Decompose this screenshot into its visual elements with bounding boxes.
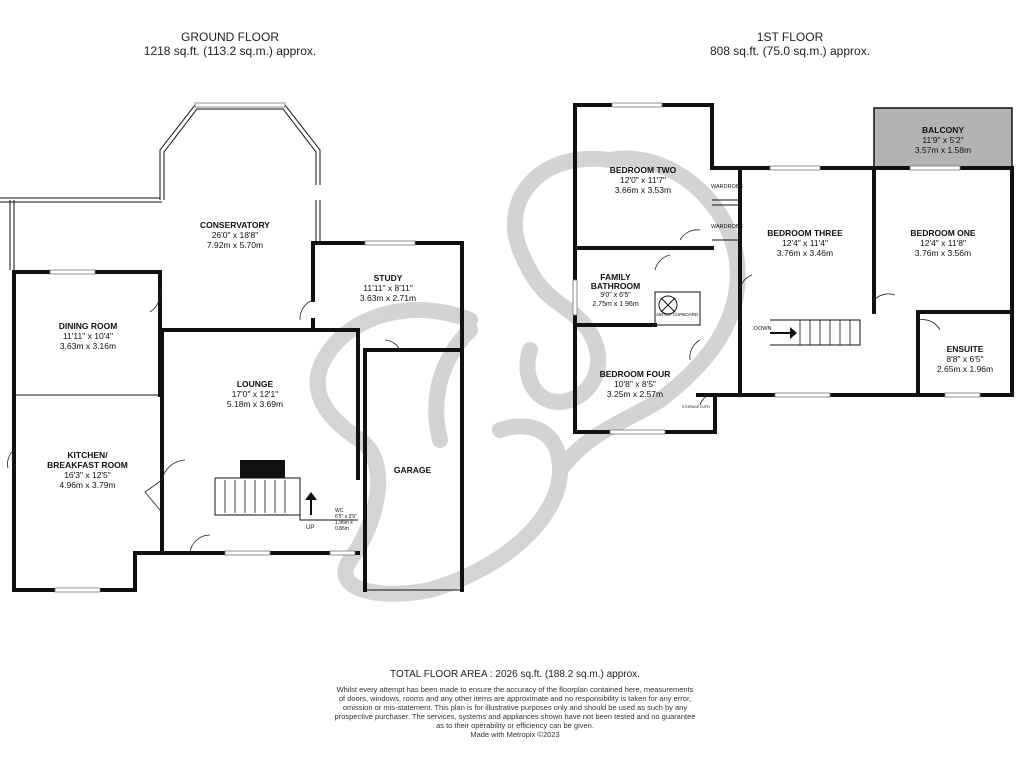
room-imperial: 8'8" x 6'5"	[946, 354, 984, 364]
disclaimer-line: prospective purchaser. The services, sys…	[334, 712, 696, 721]
down-label: DOWN	[754, 326, 772, 332]
room-imperial: 12'0" x 11'7"	[620, 175, 666, 185]
disclaimer-line: omission or mis-statement. This plan is …	[342, 703, 688, 712]
room-label-study: STUDY 11'11" x 8'11" 3.63m x 2.71m	[333, 273, 443, 303]
room-imperial: 26'0" x 18'8"	[211, 230, 259, 240]
total-floor-area: TOTAL FLOOR AREA : 2026 sq.ft. (188.2 sq…	[390, 669, 640, 680]
room-name: FAMILY	[600, 272, 631, 282]
room-metric: 5.18m x 3.69m	[226, 399, 284, 409]
room-metric: 3.57m x 1.58m	[914, 145, 972, 155]
room-label-garage: GARAGE	[375, 465, 450, 475]
room-imperial: 12'4" x 11'8"	[920, 238, 966, 248]
disclaimer-line: as to their operability or efficiency ca…	[436, 721, 594, 730]
first-floor-header: 1ST FLOOR 808 sq.ft. (75.0 sq.m.) approx…	[680, 30, 900, 58]
room-imperial: 17'0" x 12'1"	[231, 389, 279, 399]
room-name: ENSUITE	[946, 344, 984, 354]
room-label-bedroom-two: BEDROOM TWO 12'0" x 11'7" 3.66m x 3.53m	[588, 165, 698, 195]
room-imperial: 12'4" x 11'4"	[782, 238, 828, 248]
room-metric: 1.96m x 0.86m	[335, 520, 353, 532]
room-metric: 3.76m x 3.46m	[776, 248, 834, 258]
ground-floor-area: 1218 sq.ft. (113.2 sq.m.) approx.	[143, 44, 317, 58]
room-label-bedroom-four: BEDROOM FOUR 10'8" x 8'5" 3.25m x 2.57m	[580, 369, 690, 399]
room-metric: 3.76m x 3.56m	[914, 248, 972, 258]
room-name: BEDROOM TWO	[609, 165, 677, 175]
storage-label: STORAGE CUPD	[682, 405, 710, 409]
room-metric: 2.65m x 1.96m	[936, 364, 994, 374]
room-name: BALCONY	[921, 125, 965, 135]
ground-floor-walls	[7, 240, 464, 593]
room-label-balcony: BALCONY 11'9" x 5'2" 3.57m x 1.58m	[888, 125, 998, 155]
room-label-bathroom: FAMILY BATHROOM 9'0" x 6'5" 2.75m x 1.96…	[578, 273, 653, 309]
room-imperial: 11'11" x 10'4"	[62, 331, 114, 341]
balcony-area	[873, 107, 1013, 169]
wardrobe-label-1: WARDROBE	[711, 184, 744, 190]
room-name: KITCHEN/	[67, 450, 108, 460]
room-imperial: 11'9" x 5'2"	[922, 135, 964, 145]
room-imperial: 10'8" x 8'5"	[614, 379, 656, 389]
conservatory-outline	[0, 102, 321, 270]
room-name: BEDROOM FOUR	[599, 369, 671, 379]
room-label-dining: DINING ROOM 11'11" x 10'4" 3.63m x 3.16m	[33, 321, 143, 351]
room-name: BEDROOM THREE	[767, 228, 843, 238]
room-imperial: 6'5" x 2'9"	[335, 514, 357, 520]
room-label-ensuite: ENSUITE 8'8" x 6'5" 2.65m x 1.96m	[925, 344, 1005, 374]
first-floor-walls	[572, 102, 1014, 435]
airing-cupboard-label: AIRING CUPBOARD	[656, 312, 699, 317]
room-metric: 3.63m x 2.71m	[359, 293, 417, 303]
footer: TOTAL FLOOR AREA : 2026 sq.ft. (188.2 sq…	[300, 669, 730, 739]
room-name: LOUNGE	[236, 379, 274, 389]
room-label-conservatory: CONSERVATORY 26'0" x 18'8" 7.92m x 5.70m	[180, 220, 290, 250]
metropix-credit: Made with Metropix ©2023	[470, 730, 560, 739]
room-imperial: 9'0" x 6'5"	[600, 292, 631, 299]
room-label-kitchen: KITCHEN/ BREAKFAST ROOM 16'3" x 12'5" 4.…	[25, 450, 150, 490]
up-label: UP	[306, 525, 315, 531]
wardrobe-label-2: WARDROBE	[711, 224, 744, 230]
room-metric: 2.75m x 1.96m	[592, 301, 639, 308]
room-name: BEDROOM ONE	[910, 228, 976, 238]
room-label-bedroom-three: BEDROOM THREE 12'4" x 11'4" 3.76m x 3.46…	[750, 228, 860, 258]
room-name: DINING ROOM	[58, 321, 118, 331]
room-label-wc: WC 6'5" x 2'9" 1.96m x 0.86m	[335, 508, 365, 532]
room-metric: 3.25m x 2.57m	[606, 389, 664, 399]
room-name: GARAGE	[393, 465, 432, 475]
room-name: BATHROOM	[590, 281, 641, 291]
room-metric: 3.63m x 3.16m	[59, 341, 117, 351]
room-metric: 4.96m x 3.79m	[59, 480, 116, 490]
room-name: WC	[335, 508, 344, 514]
room-imperial: 16'3" x 12'5"	[64, 470, 111, 480]
room-name: STUDY	[373, 273, 403, 283]
room-name: BREAKFAST ROOM	[47, 460, 128, 470]
disclaimer-line: Whilst every attempt has been made to en…	[336, 685, 694, 694]
first-floor-area: 808 sq.ft. (75.0 sq.m.) approx.	[709, 44, 871, 58]
room-label-bedroom-one: BEDROOM ONE 12'4" x 11'8" 3.76m x 3.56m	[888, 228, 998, 258]
disclaimer-line: of doors, windows, rooms and any other i…	[338, 694, 692, 703]
room-metric: 7.92m x 5.70m	[206, 240, 264, 250]
room-label-lounge: LOUNGE 17'0" x 12'1" 5.18m x 3.69m	[200, 379, 310, 409]
room-imperial: 11'11" x 8'11"	[363, 283, 413, 293]
ground-floor-header: GROUND FLOOR 1218 sq.ft. (113.2 sq.m.) a…	[120, 30, 340, 58]
room-name: CONSERVATORY	[200, 220, 270, 230]
ground-floor-title: GROUND FLOOR	[180, 30, 279, 44]
first-floor-title: 1ST FLOOR	[756, 30, 824, 44]
room-metric: 3.66m x 3.53m	[614, 185, 672, 195]
